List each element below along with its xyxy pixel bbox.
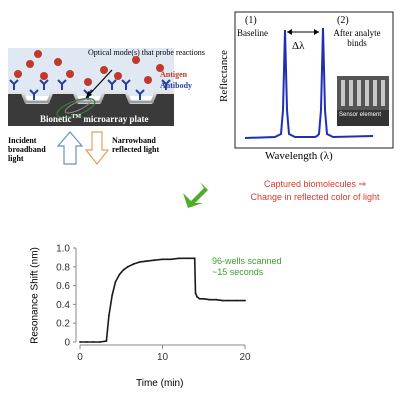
antigen-label: Antigen [160, 70, 188, 79]
light-arrows [56, 131, 110, 165]
y-tick-label: 0.8 [56, 262, 70, 273]
y-tick-label: 0.6 [56, 281, 70, 292]
optical-mode-label: Optical mode(s) that probe reactions [88, 48, 205, 57]
plate-label-suffix: microarray plate [81, 114, 149, 124]
resonance-data-point [132, 263, 135, 265]
x-tick-label: 10 [157, 352, 169, 363]
plate-label: BioneticTM microarray plate [40, 114, 148, 124]
resonance-data-point [186, 257, 189, 260]
microarray-plate-illustration [8, 48, 174, 126]
plate-label-prefix: Bionetic [40, 114, 72, 124]
plate-panel [8, 46, 178, 136]
captured-caption: Captured biomolecules ⇒ Change in reflec… [230, 178, 400, 204]
resonance-data-point [105, 340, 108, 342]
resonance-data-point [111, 294, 114, 296]
resonance-data-point [122, 268, 125, 271]
resonance-data-point [244, 299, 246, 302]
scan-annotation: 96-wells scanned ~15 seconds [212, 256, 282, 278]
resonance-data-point [202, 297, 205, 300]
spectrum-panel [225, 10, 397, 165]
scan-annotation-line2: ~15 seconds [212, 267, 264, 277]
resonance-data-point [221, 299, 224, 302]
resonance-data-point [145, 260, 147, 263]
y-tick-label: 1.0 [56, 244, 70, 255]
resonance-data-point [198, 297, 201, 300]
resonance-data-point [196, 296, 199, 298]
resonance-data-point [235, 299, 238, 302]
resonance-data-point [193, 257, 196, 260]
y-tick-label: 0 [64, 338, 70, 349]
y-tick-label: 0.2 [56, 319, 70, 330]
baseline-label: Baseline [237, 28, 268, 38]
resonance-series-line [80, 257, 245, 343]
sensor-element-label: Sensor element [339, 112, 382, 118]
chart-x-axis-label: Time (min) [136, 378, 184, 389]
x-tick-label: 0 [77, 352, 83, 363]
after-label: After analyte binds [333, 28, 381, 48]
scan-annotation-line1: 96-wells scanned [212, 256, 282, 266]
resonance-data-point [108, 314, 110, 317]
resonance-data-point [98, 341, 101, 343]
reflected-arrow-icon [84, 131, 110, 165]
baseline-number: (1) [245, 15, 257, 26]
antibody-label: Antibody [160, 81, 193, 90]
wavelength-axis-label: Wavelength (λ) [265, 150, 333, 162]
captured-line1: Captured biomolecules ⇒ [263, 179, 367, 189]
resonance-data-point [227, 299, 230, 302]
after-number: (2) [337, 15, 349, 26]
reflected-light-label: Narrowband reflected light [112, 136, 160, 154]
resonance-data-point [114, 280, 117, 283]
resonance-data-point [178, 257, 180, 260]
resonance-data-point [85, 341, 88, 343]
down-arrow-icon [183, 182, 208, 208]
chart-y-axis-label: Resonance Shift (nm) [29, 247, 41, 344]
resonance-data-point [161, 258, 164, 261]
resonance-data-point [118, 273, 121, 276]
y-tick-label: 0.4 [56, 300, 70, 311]
baseline-peak [244, 27, 374, 139]
plate-label-sup: TM [71, 114, 82, 120]
delta-lambda-label: Δλ [292, 40, 305, 52]
resonance-data-point [215, 298, 218, 301]
incident-light-label: Incident broadband light [8, 136, 46, 163]
resonance-data-point [169, 258, 172, 261]
resonance-data-point [194, 292, 197, 294]
reflectance-axis-label: Reflectance [218, 50, 230, 102]
resonance-data-point [92, 341, 95, 343]
x-tick-label: 20 [239, 352, 251, 363]
resonance-data-point [138, 261, 141, 263]
resonance-data-point [153, 259, 156, 262]
resonance-data-point [208, 298, 211, 301]
resonance-data-point [79, 341, 81, 343]
resonance-data-point [126, 265, 129, 268]
resonance-chart: 0 10 20 0 0.2 0.4 0.6 0.8 1.0 [56, 244, 251, 364]
incident-arrow-icon [56, 131, 84, 165]
captured-line2: Change in reflected color of light [250, 192, 380, 202]
